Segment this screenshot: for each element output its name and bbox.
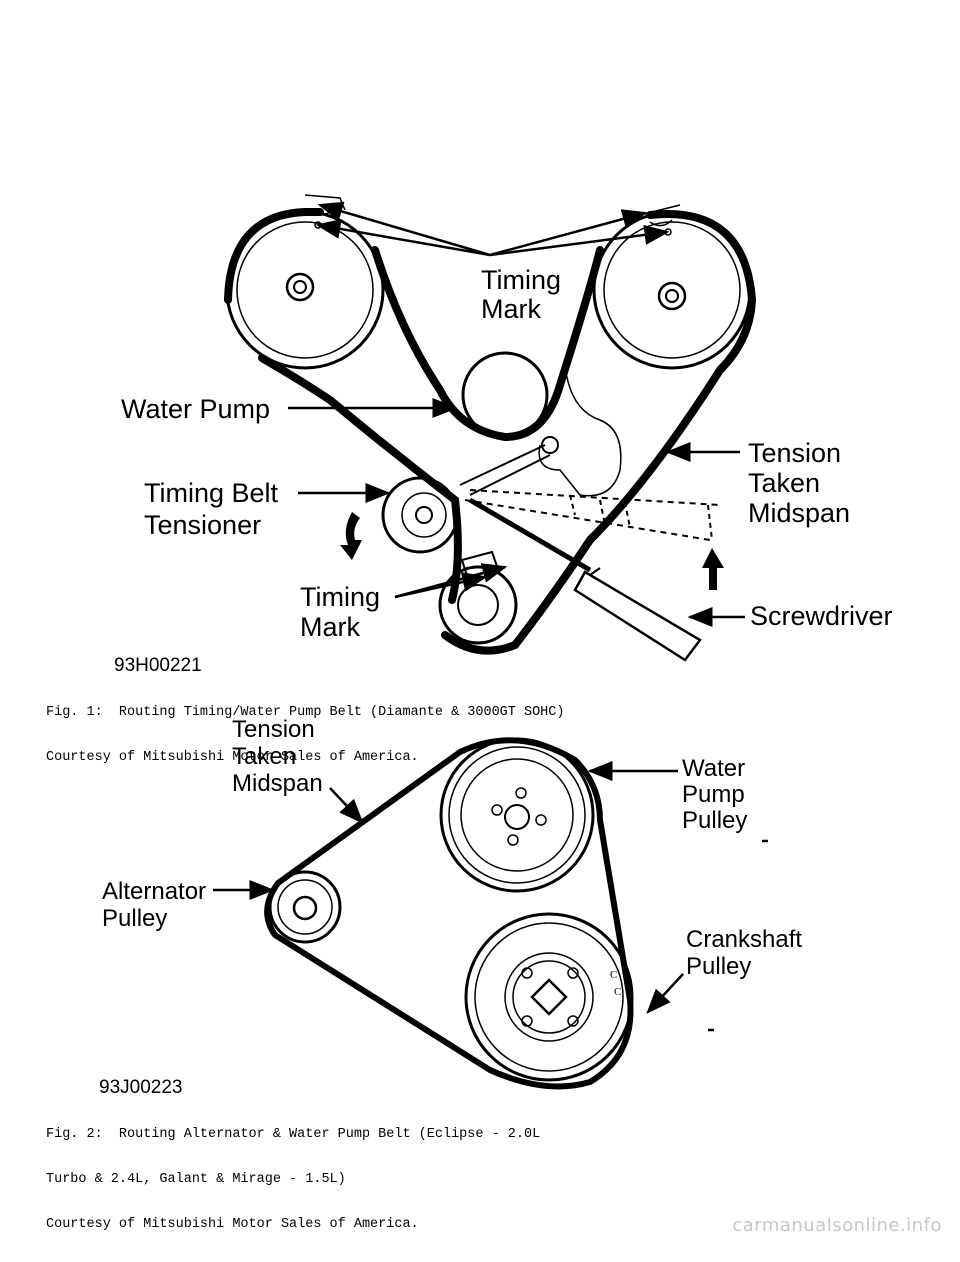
alternator-pulley-label: Alternator Pulley	[102, 878, 213, 932]
tension-taken-midspan-label: Tension Taken Midspan	[748, 438, 850, 528]
rotation-arrow-icon	[340, 512, 362, 560]
figure-2-alternator-belt-diagram: C C Tension Taken Midspan Water Pump Pul…	[99, 716, 809, 1095]
water-pump-pulley-2	[439, 737, 595, 893]
svg-text:C: C	[610, 969, 617, 981]
timing-mark-top-label: Timing Mark	[481, 265, 569, 324]
timing-mark-bottom-label: Timing Mark	[300, 582, 388, 642]
crankshaft-pulley-label: Crankshaft Pulley	[686, 926, 809, 980]
screwdriver-illustration	[468, 497, 702, 662]
timing-belt-tensioner-label: Timing Belt Tensioner	[144, 478, 286, 540]
tensioner-spring	[459, 436, 721, 541]
water-pump-label: Water Pump	[121, 394, 270, 424]
leader-lines	[288, 201, 745, 627]
figure-1-code: 93H00221	[114, 655, 202, 675]
upward-force-arrow-icon	[702, 548, 724, 590]
engine-housing-outline	[538, 364, 622, 497]
figure-2-code: 93J00223	[99, 1077, 182, 1095]
timing-belt	[224, 208, 757, 655]
drive-belt	[264, 737, 634, 1090]
leader-lines-2	[213, 761, 768, 1032]
crankshaft-pulley: C C	[464, 912, 634, 1082]
figure-2-caption: Fig. 2: Routing Alternator & Water Pump …	[46, 1127, 541, 1232]
figure-1-caption: Fig. 1: Routing Timing/Water Pump Belt (…	[46, 705, 565, 765]
svg-text:C: C	[614, 986, 621, 998]
tension-taken-midspan-label-2: Tension Taken Midspan	[232, 716, 323, 797]
watermark-text: carmanualsonline.info	[732, 1215, 942, 1236]
figure-1-timing-belt-diagram: Timing Mark Water Pump Tension Taken Mid…	[114, 194, 893, 675]
screwdriver-label: Screwdriver	[750, 601, 893, 631]
water-pump-pulley-label: Water Pump Pulley	[682, 755, 752, 834]
